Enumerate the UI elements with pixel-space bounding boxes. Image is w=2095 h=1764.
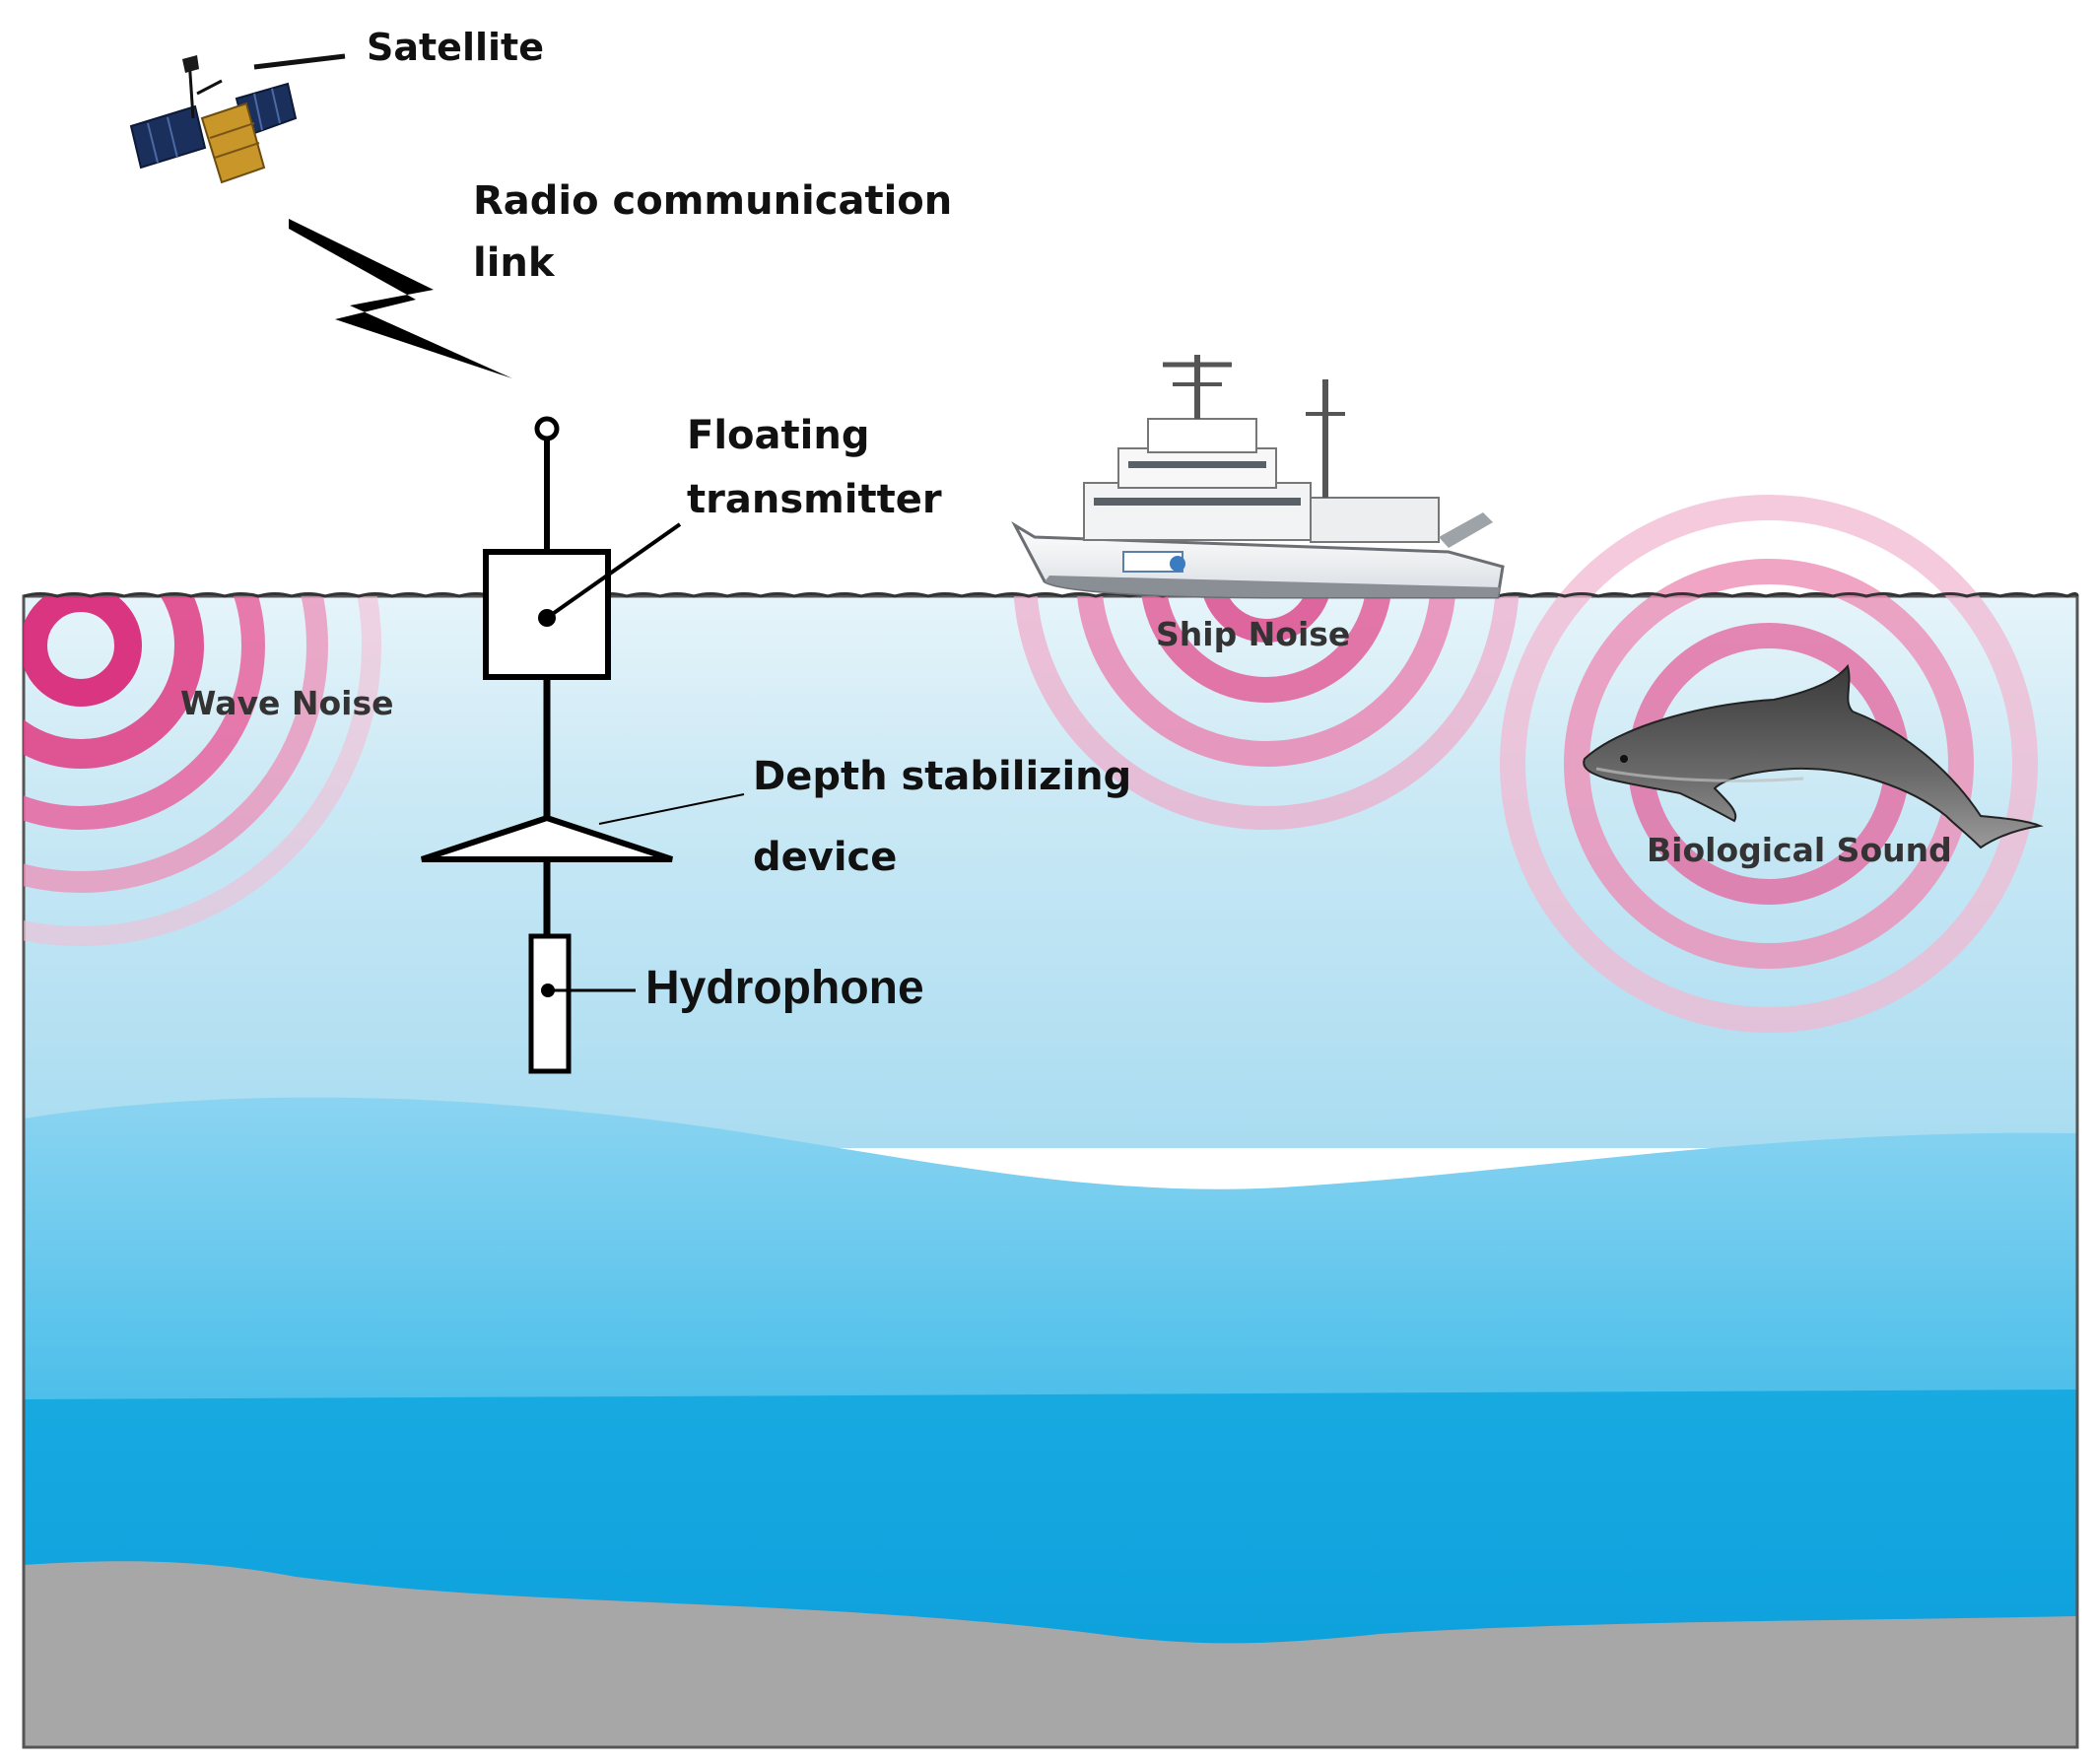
floating-transmitter-label-line2: transmitter [687, 477, 942, 522]
radio-link-label-line2: link [473, 240, 555, 286]
radio-link-label-line1: Radio communication [473, 178, 953, 224]
ship-noise-rings [1013, 596, 1520, 830]
floating-transmitter-label-line1: Floating [687, 413, 870, 458]
diagram-frame [22, 594, 2079, 1749]
depth-stabilizing-label-line2: device [753, 835, 898, 880]
research-ship [1011, 355, 1505, 599]
satellite-icon [129, 55, 298, 184]
wave-noise-label: Wave Noise [180, 684, 394, 722]
seabed [24, 1561, 2077, 1747]
biological-sound-label: Biological Sound [1647, 831, 1952, 869]
whale-icon [1583, 663, 2044, 849]
radio-link-bolt [289, 219, 512, 378]
hydrophone-body [528, 933, 572, 1074]
stabilizer-leader-line [598, 793, 745, 825]
satellite-label: Satellite [367, 26, 544, 69]
transmitter-leader-line [545, 522, 682, 620]
buoy-assembly [421, 416, 745, 1074]
sea-surface-line [23, 592, 2079, 598]
ship-noise-label: Ship Noise [1156, 615, 1351, 653]
depth-stabilizer [421, 814, 673, 862]
depth-stabilizing-label-line1: Depth stabilizing [753, 754, 1132, 799]
antenna-tip [534, 416, 560, 441]
satellite-leader-line [253, 53, 346, 70]
wave-noise-rings [24, 596, 381, 946]
hydrophone-label: Hydrophone [645, 962, 924, 1014]
